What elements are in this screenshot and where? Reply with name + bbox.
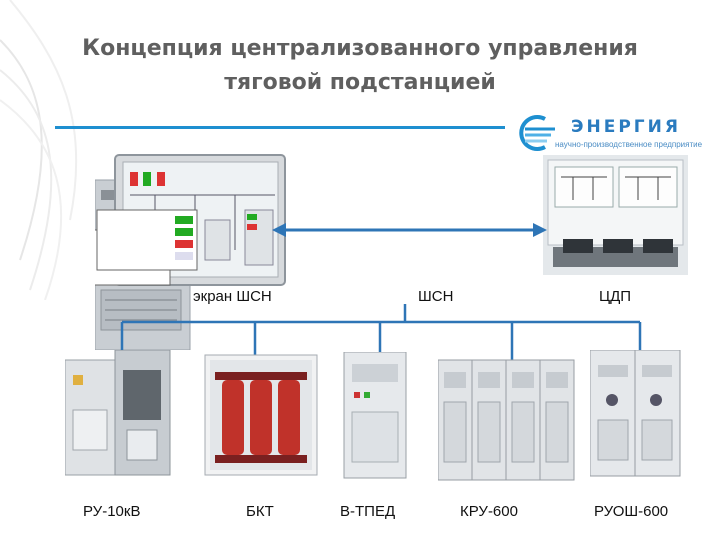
label-ru-10kv: РУ-10кВ — [83, 503, 140, 520]
cdp-workstation-image — [543, 155, 688, 275]
logo-subtitle: научно-производственное предприятие — [555, 140, 702, 149]
kru-600-switchgear-image — [438, 352, 578, 484]
ru-10kv-cabinet-image — [65, 350, 177, 480]
page-title: Концепция централизованного управления т… — [0, 32, 720, 100]
energia-logo-icon — [515, 115, 559, 151]
data-exchange-arrow — [272, 220, 547, 240]
logo-name: ЭНЕРГИЯ — [571, 117, 681, 137]
bkt-transformer-image — [200, 350, 322, 480]
title-line-1: Концепция централизованного управления — [0, 32, 720, 66]
label-kru-600: КРУ-600 — [460, 503, 518, 520]
title-line-2: тяговой подстанцией — [0, 66, 720, 100]
title-underline — [55, 126, 505, 129]
energia-logo: ЭНЕРГИЯ научно-производственное предприя… — [515, 113, 705, 155]
label-ruosh-600: РУОШ-600 — [594, 503, 668, 520]
ruosh-600-cabinet-image — [590, 350, 690, 480]
v-tped-cabinet-image — [342, 352, 412, 482]
label-v-tped: В-ТПЕД — [340, 503, 395, 520]
label-bkt: БКТ — [246, 503, 274, 520]
